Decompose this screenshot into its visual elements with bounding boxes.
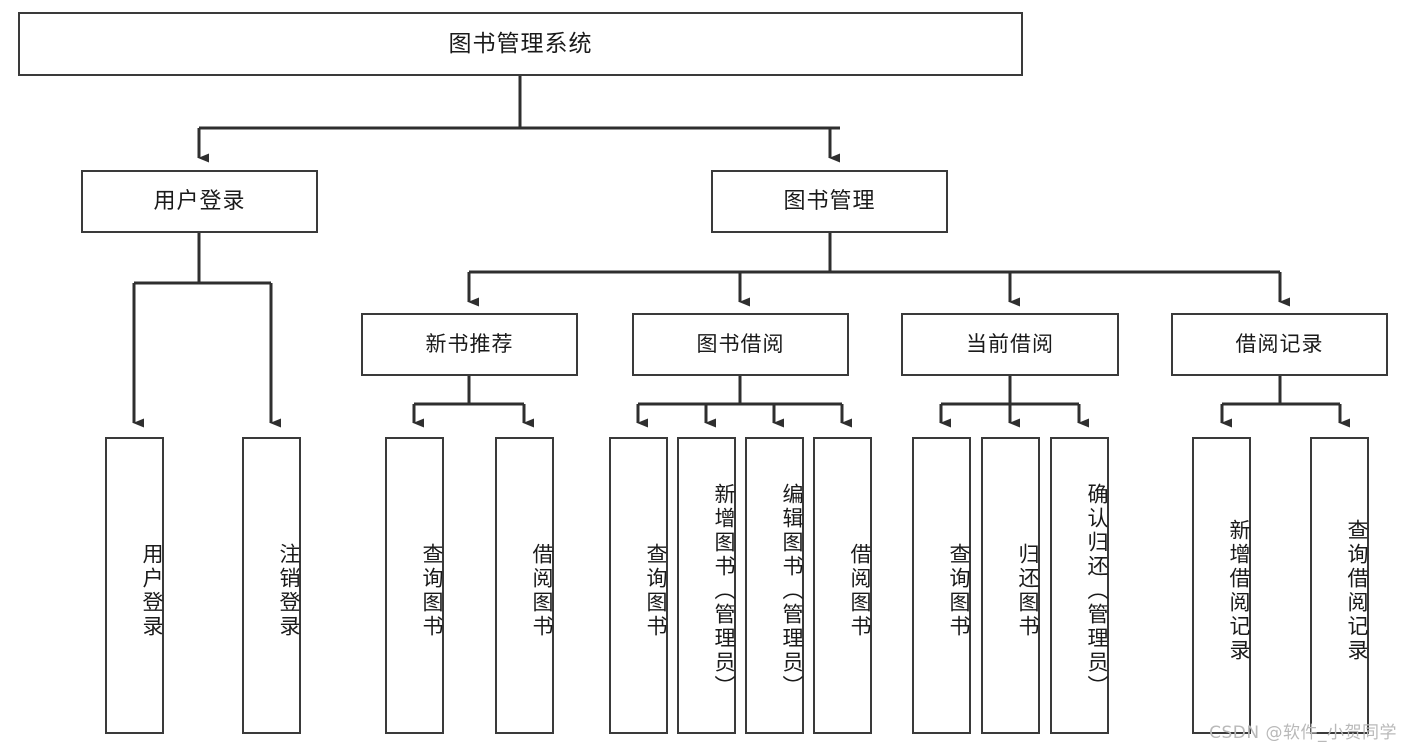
node-label: 用户登录 — [140, 542, 164, 639]
leaf-return-book[interactable]: 归还图书 — [981, 437, 1040, 734]
node-label: 借阅图书 — [848, 542, 872, 639]
node-new-book-recommend[interactable]: 新书推荐 — [361, 313, 578, 376]
node-user-login[interactable]: 用户登录 — [81, 170, 318, 233]
node-label: 图书管理系统 — [448, 30, 593, 57]
node-label: 图书管理 — [783, 188, 876, 214]
leaf-user-login[interactable]: 用户登录 — [105, 437, 164, 734]
node-label: 用户登录 — [153, 188, 246, 214]
node-label: 查询借阅记录 — [1345, 518, 1369, 663]
node-current-borrow[interactable]: 当前借阅 — [901, 313, 1119, 376]
node-root-book-management-system[interactable]: 图书管理系统 — [18, 12, 1023, 76]
node-label: 当前借阅 — [966, 332, 1054, 357]
leaf-add-book-admin[interactable]: 新增图书（管理员） — [677, 437, 736, 734]
leaf-borrow-book-borrow[interactable]: 借阅图书 — [813, 437, 872, 734]
leaf-add-borrow-record[interactable]: 新增借阅记录 — [1192, 437, 1251, 734]
leaf-query-book-borrow[interactable]: 查询图书 — [609, 437, 668, 734]
leaf-query-book-recommend[interactable]: 查询图书 — [385, 437, 444, 734]
node-label: 归还图书 — [1016, 542, 1040, 639]
node-label: 新增图书（管理员） — [712, 482, 736, 699]
leaf-confirm-return-admin[interactable]: 确认归还（管理员） — [1050, 437, 1109, 734]
leaf-query-book-current[interactable]: 查询图书 — [912, 437, 971, 734]
node-label: 确认归还（管理员） — [1085, 482, 1109, 699]
node-label: 查询图书 — [644, 542, 668, 639]
leaf-query-borrow-record[interactable]: 查询借阅记录 — [1310, 437, 1369, 734]
node-label: 借阅图书 — [530, 542, 554, 639]
node-label: 编辑图书（管理员） — [780, 482, 804, 699]
node-label: 新增借阅记录 — [1227, 518, 1251, 663]
leaf-edit-book-admin[interactable]: 编辑图书（管理员） — [745, 437, 804, 734]
node-label: 借阅记录 — [1235, 332, 1324, 357]
node-label: 查询图书 — [947, 542, 971, 639]
node-borrow-record[interactable]: 借阅记录 — [1171, 313, 1388, 376]
node-book-management[interactable]: 图书管理 — [711, 170, 948, 233]
node-label: 注销登录 — [277, 542, 301, 639]
node-label: 新书推荐 — [425, 332, 514, 357]
csdn-watermark: CSDN @软件_小贺同学 — [1209, 723, 1397, 743]
node-book-borrow[interactable]: 图书借阅 — [632, 313, 849, 376]
node-label: 图书借阅 — [696, 332, 785, 357]
node-label: 查询图书 — [420, 542, 444, 639]
leaf-borrow-book-recommend[interactable]: 借阅图书 — [495, 437, 554, 734]
leaf-logout[interactable]: 注销登录 — [242, 437, 301, 734]
